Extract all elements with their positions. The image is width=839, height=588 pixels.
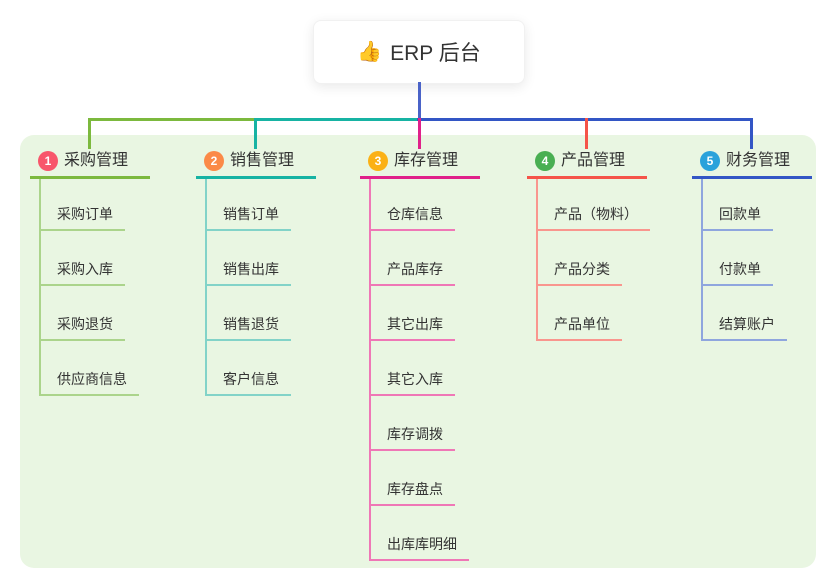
sub-item-label[interactable]: 产品分类	[554, 261, 610, 277]
sub-item-label[interactable]: 采购入库	[57, 261, 113, 277]
sub-item-label[interactable]: 销售出库	[223, 261, 279, 277]
sub-connector	[369, 179, 371, 561]
sub-item-label[interactable]: 库存调拨	[387, 426, 443, 442]
sub-item-label[interactable]: 销售退货	[223, 316, 279, 332]
sub-item-label[interactable]: 产品库存	[387, 261, 443, 277]
sub-item-label[interactable]: 产品（物料）	[554, 206, 638, 222]
branch-title-underline	[196, 176, 316, 179]
sub-item-label[interactable]: 采购退货	[57, 316, 113, 332]
sub-item-underline	[369, 284, 455, 286]
branch-title-underline	[360, 176, 480, 179]
branch-number-badge: 3	[368, 151, 388, 171]
sub-item-label[interactable]: 销售订单	[223, 206, 279, 222]
branch-title-label[interactable]: 产品管理	[561, 152, 626, 169]
sub-item-underline	[536, 229, 650, 231]
trunk-connector	[418, 82, 421, 121]
sub-connector	[701, 179, 703, 341]
branch-number-badge: 4	[535, 151, 555, 171]
sub-item-label[interactable]: 仓库信息	[387, 206, 443, 222]
root-node-label: ERP 后台	[390, 42, 481, 65]
sub-item-underline	[369, 449, 455, 451]
sub-item-label[interactable]: 结算账户	[719, 316, 775, 332]
sub-item-underline	[369, 339, 455, 341]
sub-item-label[interactable]: 出库库明细	[387, 536, 457, 552]
branch-drop-connector	[88, 118, 91, 149]
sub-item-underline	[701, 339, 787, 341]
branch-title-underline	[30, 176, 150, 179]
branch-title-label[interactable]: 财务管理	[726, 152, 791, 169]
branches-panel	[20, 135, 816, 568]
sub-item-label[interactable]: 库存盘点	[387, 481, 443, 497]
branch-number-badge: 5	[700, 151, 720, 171]
root-node[interactable]: 👍 ERP 后台	[313, 20, 525, 84]
branch-drop-connector	[254, 118, 257, 149]
sub-item-label[interactable]: 回款单	[719, 206, 761, 222]
sub-item-underline	[39, 229, 125, 231]
branch-number-badge: 1	[38, 151, 58, 171]
sub-item-underline	[39, 339, 125, 341]
sub-item-underline	[701, 284, 773, 286]
branch-drop-connector	[585, 118, 588, 149]
sub-item-label[interactable]: 付款单	[719, 261, 761, 277]
sub-connector	[205, 179, 207, 396]
sub-item-label[interactable]: 产品单位	[554, 316, 610, 332]
sub-item-label[interactable]: 客户信息	[223, 371, 279, 387]
sub-item-underline	[39, 394, 139, 396]
branch-number-badge: 2	[204, 151, 224, 171]
branch-title-underline	[527, 176, 647, 179]
sub-item-underline	[701, 229, 773, 231]
branch-title-label[interactable]: 库存管理	[394, 152, 459, 169]
branch-bus-connector	[88, 118, 257, 121]
sub-item-underline	[369, 394, 455, 396]
sub-connector	[39, 179, 41, 396]
sub-item-underline	[536, 339, 622, 341]
sub-item-underline	[205, 284, 291, 286]
sub-item-label[interactable]: 其它出库	[387, 316, 443, 332]
sub-item-underline	[39, 284, 125, 286]
sub-item-underline	[369, 559, 469, 561]
thumbs-up-icon: 👍	[357, 41, 383, 63]
sub-item-underline	[205, 229, 291, 231]
branch-title-label[interactable]: 采购管理	[64, 152, 129, 169]
sub-item-label[interactable]: 供应商信息	[57, 371, 127, 387]
branch-bus-connector	[254, 118, 421, 121]
branch-title-label[interactable]: 销售管理	[230, 152, 295, 169]
sub-item-label[interactable]: 采购订单	[57, 206, 113, 222]
sub-connector	[536, 179, 538, 341]
sub-item-label[interactable]: 其它入库	[387, 371, 443, 387]
branch-bus-connector	[416, 118, 753, 121]
branch-title-underline	[692, 176, 812, 179]
branch-drop-connector	[750, 118, 753, 149]
sub-item-underline	[205, 339, 291, 341]
branch-drop-connector	[418, 118, 421, 149]
sub-item-underline	[369, 504, 455, 506]
sub-item-underline	[369, 229, 455, 231]
sub-item-underline	[205, 394, 291, 396]
sub-item-underline	[536, 284, 622, 286]
